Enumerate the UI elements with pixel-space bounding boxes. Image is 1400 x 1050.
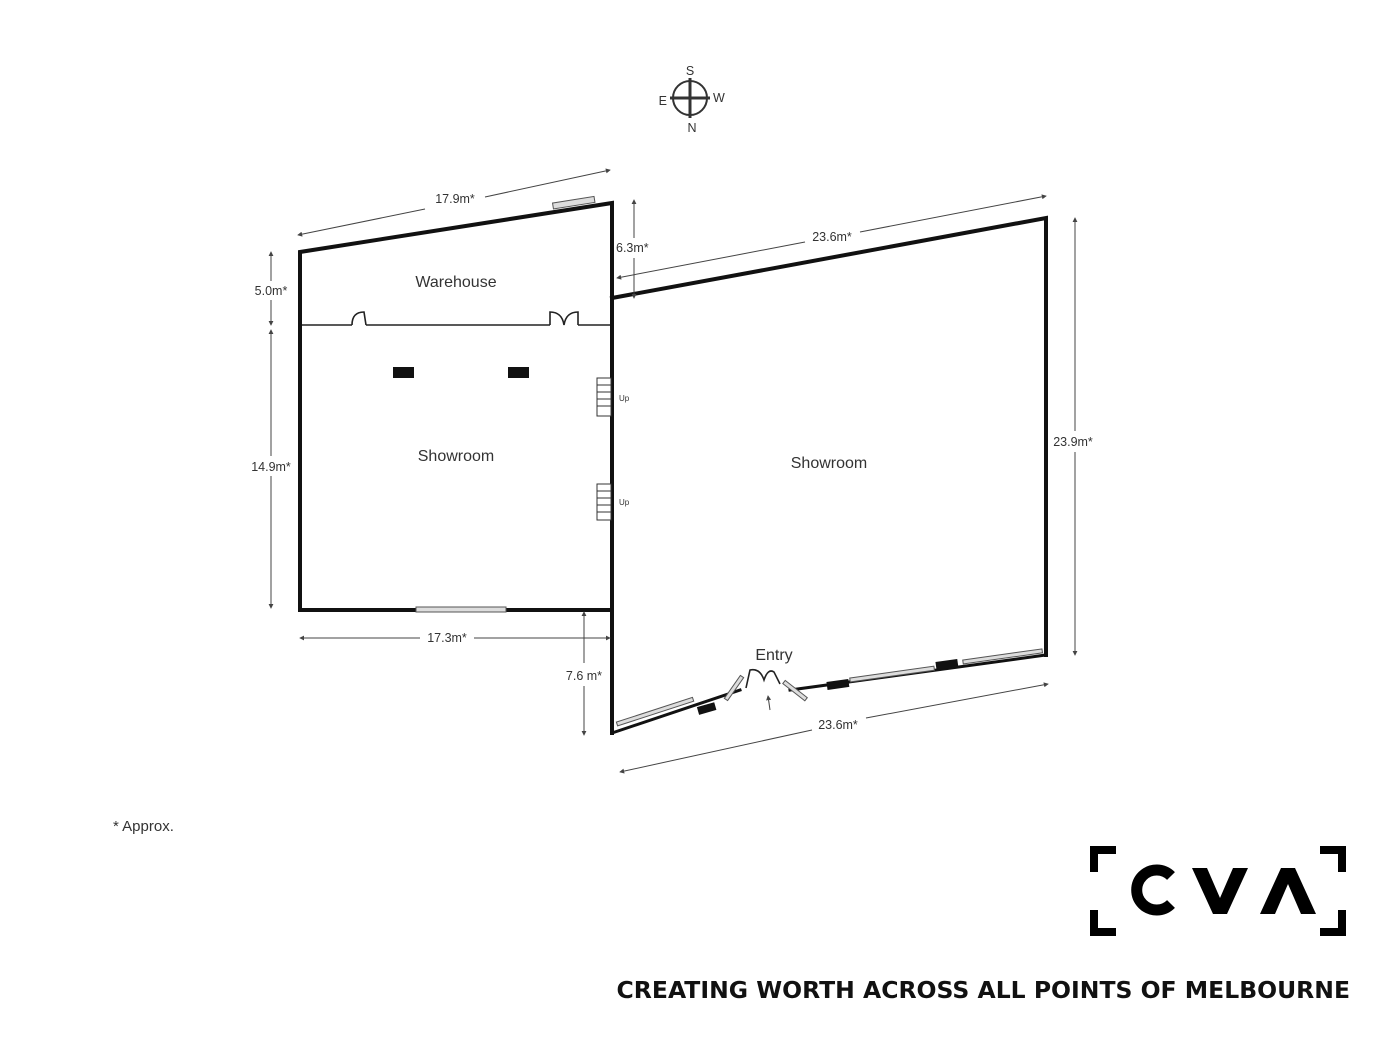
cva-logo [1090,846,1346,936]
room-showroom-right: Showroom [791,455,867,472]
tagline: CREATING WORTH ACROSS ALL POINTS OF MELB… [617,976,1350,1004]
compass-icon: S W E N [659,64,725,135]
dim-top-right: 23.6m* [812,230,852,244]
stairs-label: Up [619,394,630,403]
dim-right-depth: 23.9m* [1053,435,1093,449]
dim-step: 6.3m* [616,241,649,255]
dim-bottom-step: 7.6 m* [566,669,602,683]
approx-note: * Approx. [113,818,174,835]
room-entry: Entry [755,647,792,664]
dim-showroom-left-depth: 14.9m* [251,460,291,474]
compass-north: N [687,121,696,135]
dim-warehouse-depth: 5.0m* [255,284,288,298]
dim-bottom-left: 17.3m* [427,631,467,645]
room-warehouse: Warehouse [415,274,496,291]
wall-units [393,367,959,715]
compass-east: E [659,94,667,108]
dim-bottom-right: 23.6m* [818,718,858,732]
dim-top-left: 17.9m* [435,192,475,206]
walls [298,200,1048,735]
dimension-lines [268,168,1078,774]
stairs-label: Up [619,498,630,507]
windows [415,195,1044,727]
compass-south: S [686,64,694,78]
entry-door-icon [745,668,781,711]
room-showroom-left: Showroom [418,448,494,465]
compass-west: W [713,91,725,105]
stairs-icon [596,377,612,521]
